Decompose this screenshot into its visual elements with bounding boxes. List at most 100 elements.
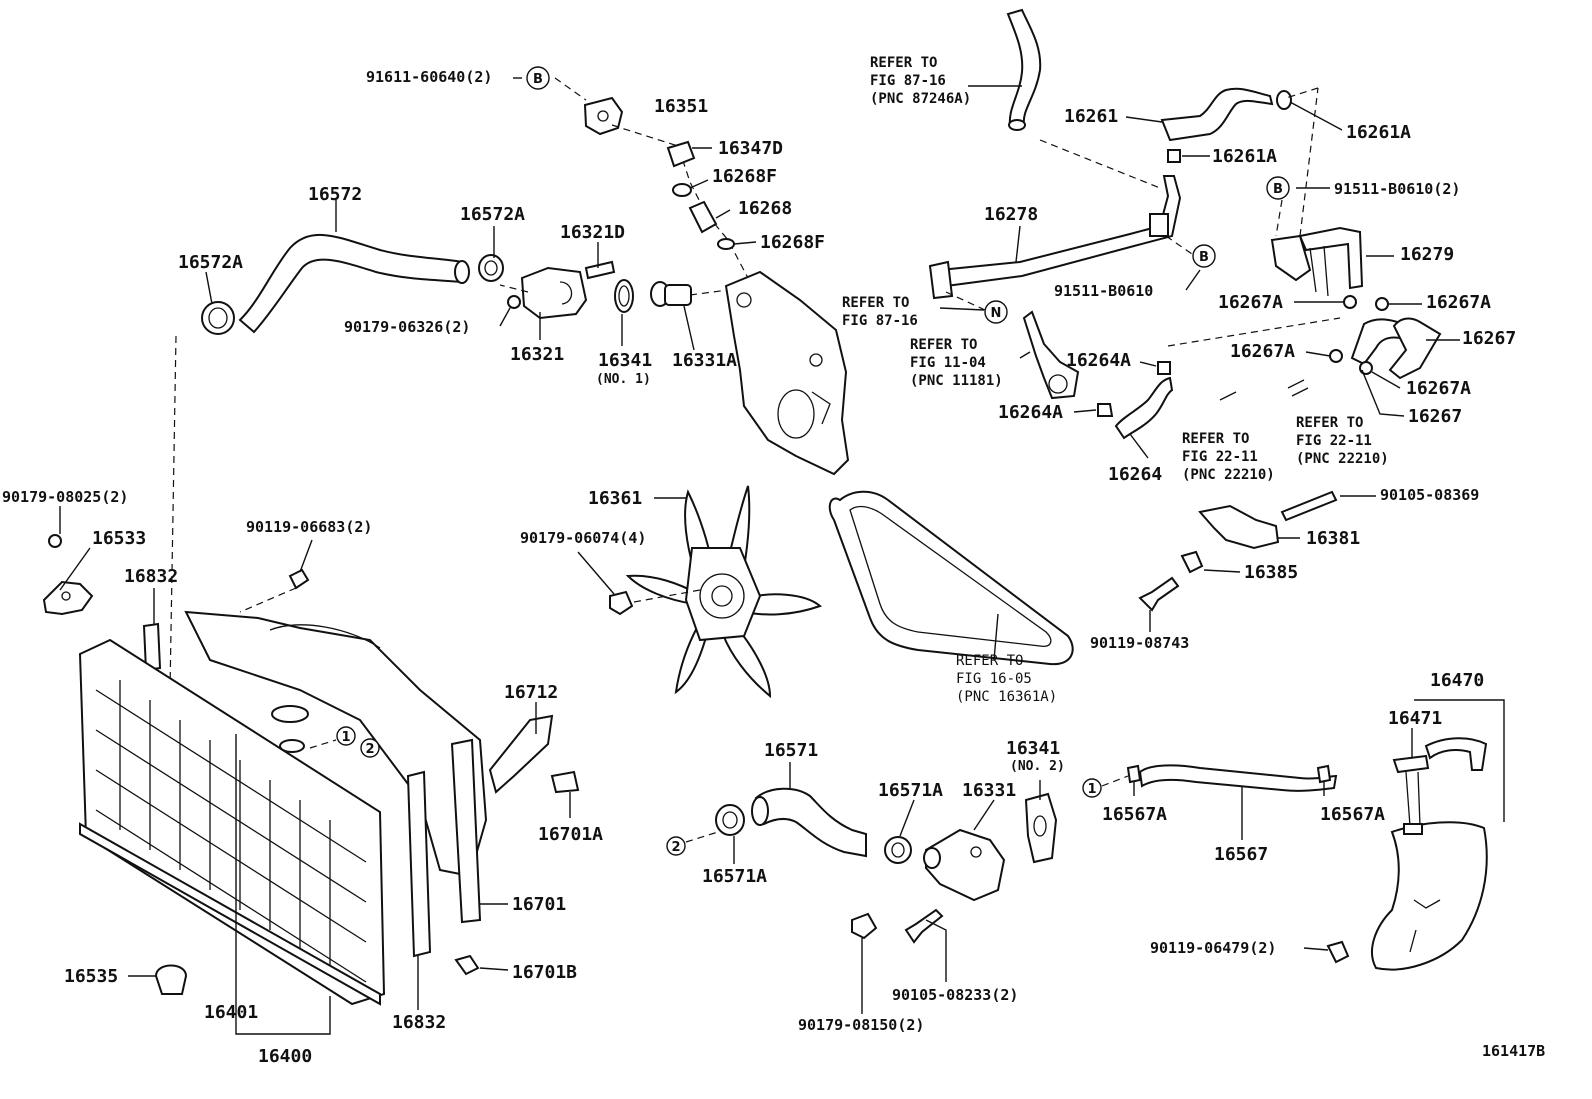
bolt-90119-08743 <box>1138 576 1180 612</box>
label-90119-08743: 90119-08743 <box>1090 634 1190 652</box>
label-16571: 16571 <box>764 740 819 761</box>
heater-hose-ref <box>1006 8 1042 131</box>
label-16264: 16264 <box>1108 464 1163 485</box>
label-16571A-right: 16571A <box>878 780 944 801</box>
marker-B-top: B <box>526 66 550 90</box>
shroud-16701 <box>450 738 482 924</box>
pipe-assembly-16279 <box>1270 226 1364 297</box>
clamp-16261A-mid <box>1167 149 1181 163</box>
marker-2-text: 2 <box>671 840 680 855</box>
marker-1-radiator: 1 <box>336 726 356 746</box>
marker-2-radiator: 2 <box>360 738 380 758</box>
sensor-bracket-16351 <box>583 96 624 136</box>
hose-clamp-16571A-right <box>884 836 912 864</box>
hose-clamp-16571A-left <box>715 804 745 836</box>
marker-1-text: 1 <box>1087 782 1096 797</box>
clamp-16264A-top <box>1157 361 1171 375</box>
refer-line: (PNC 22210) <box>1296 451 1389 467</box>
label-16341: 16341 <box>598 350 653 371</box>
label-90105-08233: 90105-08233(2) <box>892 986 1019 1004</box>
marker-1-hose: 1 <box>1082 778 1102 798</box>
label-16267A-b: 16267A <box>1426 292 1492 313</box>
bolt-90119-06683 <box>288 568 310 590</box>
label-90179-08025: 90179-08025(2) <box>2 488 129 506</box>
label-16341-no2-num: 16341 <box>1006 738 1061 759</box>
bolt-90119-06479 <box>1326 940 1350 964</box>
label-90119-06479: 90119-06479(2) <box>1150 939 1277 957</box>
refer-line: REFER TO <box>842 295 910 311</box>
shroud-bracket-16712 <box>488 714 554 794</box>
clamp-16267A-a <box>1343 295 1357 309</box>
label-16470: 16470 <box>1430 670 1485 691</box>
marker-B-right-top: B <box>1266 176 1290 200</box>
marker-N: N <box>984 300 1008 324</box>
clamp-16267A-c <box>1329 349 1343 363</box>
label-16701B: 16701B <box>512 962 578 983</box>
ring-16268F-top <box>672 183 692 197</box>
marker-B-text: B <box>533 72 543 87</box>
label-16381: 16381 <box>1306 528 1361 549</box>
clip-16385 <box>1180 550 1204 574</box>
clamp-16261A-top <box>1276 90 1292 110</box>
refer-line: REFER TO <box>1296 415 1364 431</box>
refer-line: REFER TO <box>870 55 938 71</box>
label-16567A-right: 16567A <box>1320 804 1386 825</box>
label-16341-no1: (NO. 1) <box>596 372 651 387</box>
fan-16361 <box>625 485 822 699</box>
label-16351: 16351 <box>654 96 709 117</box>
refer-22-11-left: REFER TO FIG 22-11 (PNC 22210) <box>1182 430 1275 484</box>
clip-16701A <box>550 770 580 794</box>
marker-N-text: N <box>991 306 1002 321</box>
refer-line: FIG 16-05 <box>956 671 1032 687</box>
gasket-16341-no2 <box>1024 792 1058 864</box>
label-16400: 16400 <box>258 1046 313 1067</box>
label-16712: 16712 <box>504 682 559 703</box>
lower-hose-16571 <box>751 787 867 858</box>
clamp-16267A-b <box>1375 297 1389 311</box>
label-16701A: 16701A <box>538 824 604 845</box>
refer-87-16-pnc: REFER TO FIG 87-16 (PNC 87246A) <box>870 54 971 108</box>
clamp-16267A-d <box>1359 361 1373 375</box>
label-16832-top: 16832 <box>124 566 179 587</box>
radiator-neck <box>279 739 305 753</box>
v-belt <box>828 490 1074 666</box>
label-16571A-left: 16571A <box>702 866 768 887</box>
radiator-cap-16401 <box>271 705 309 723</box>
thermostat-16331A <box>650 281 692 307</box>
marker-B-right: B <box>1192 244 1216 268</box>
label-16567A-left: 16567A <box>1102 804 1168 825</box>
clip-16567A-left <box>1126 764 1142 784</box>
refer-line: REFER TO <box>956 653 1024 669</box>
drain-plug-16535 <box>154 964 188 995</box>
marker-B-text: B <box>1199 250 1209 265</box>
water-outlet-16331 <box>923 828 1006 902</box>
refer-line: FIG 22-11 <box>1182 449 1258 465</box>
cushion-16832-bottom <box>406 770 432 958</box>
refer-line: FIG 87-16 <box>842 313 918 329</box>
nut-90179-08025 <box>48 534 62 548</box>
hose-16267 <box>1350 317 1442 380</box>
bolt-90105-08369 <box>1280 490 1338 522</box>
label-16572A-right: 16572A <box>460 204 526 225</box>
refer-line: FIG 87-16 <box>870 73 946 89</box>
stud-16321D <box>584 260 616 280</box>
bracket-16533 <box>42 580 94 616</box>
label-90105-08369: 90105-08369 <box>1380 486 1480 504</box>
clamp-16264A-bottom <box>1097 403 1114 417</box>
gasket-16341-no1 <box>614 279 634 313</box>
label-16264A-bottom: 16264A <box>998 402 1064 423</box>
hose-16264 <box>1022 310 1174 440</box>
label-16278: 16278 <box>984 204 1039 225</box>
label-90179-08150: 90179-08150(2) <box>798 1016 925 1034</box>
figure-id: 161417B <box>1482 1042 1546 1060</box>
label-16261A-mid: 16261A <box>1212 146 1278 167</box>
label-16832-bottom: 16832 <box>392 1012 447 1033</box>
label-16361: 16361 <box>588 488 643 509</box>
hose-clamp-16572A-right <box>478 254 504 282</box>
label-16321D: 16321D <box>560 222 626 243</box>
label-16535: 16535 <box>64 966 119 987</box>
refer-line: (PNC 87246A) <box>870 91 972 107</box>
refer-line: FIG 22-11 <box>1296 433 1372 449</box>
